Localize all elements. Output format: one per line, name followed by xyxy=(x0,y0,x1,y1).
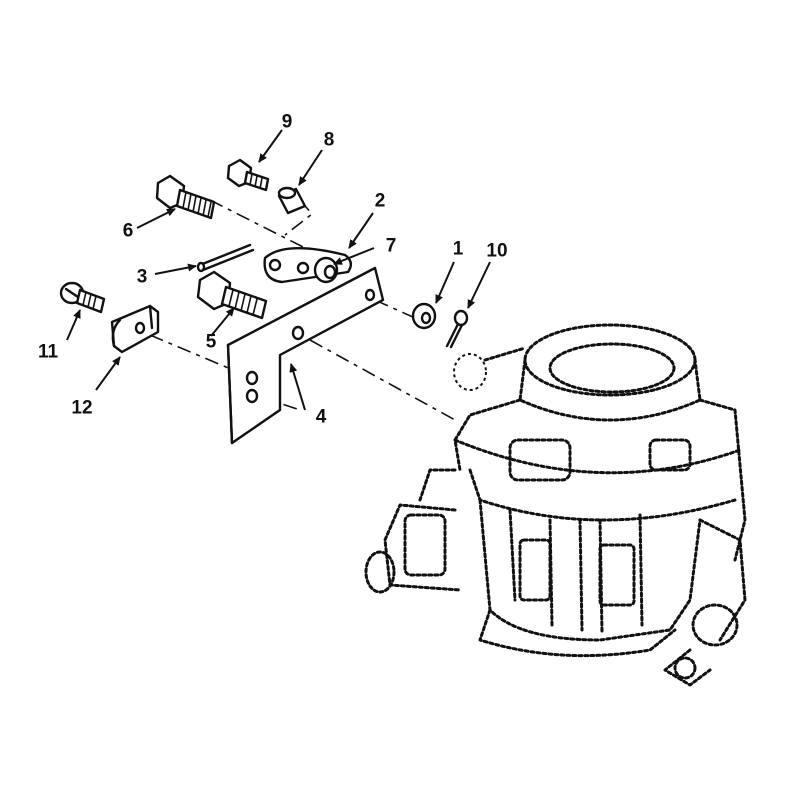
callout-11: 11 xyxy=(37,341,59,363)
callout-10: 10 xyxy=(486,240,508,262)
callout-12: 12 xyxy=(71,397,93,419)
screw xyxy=(59,281,106,314)
callout-6: 6 xyxy=(122,220,134,242)
bushing xyxy=(313,256,339,284)
callout-9: 9 xyxy=(281,111,293,133)
bracket-plate xyxy=(226,266,385,445)
pin xyxy=(196,243,255,273)
carburetor-phantom xyxy=(364,323,747,687)
callout-4: 4 xyxy=(315,406,327,428)
callout-7: 7 xyxy=(385,235,397,257)
spacer xyxy=(277,186,307,215)
callout-3: 3 xyxy=(136,266,148,288)
callout-5: 5 xyxy=(205,331,217,353)
bolt-long xyxy=(155,174,216,220)
leader-lines xyxy=(66,129,491,411)
callout-2: 2 xyxy=(374,190,386,212)
washer xyxy=(411,302,437,330)
bolt-medium xyxy=(196,270,268,320)
clip xyxy=(110,304,160,354)
callout-8: 8 xyxy=(323,129,335,151)
lever xyxy=(263,247,353,284)
callout-1: 1 xyxy=(452,238,464,260)
bolt-small xyxy=(226,158,270,192)
cotter-pin xyxy=(445,309,469,349)
